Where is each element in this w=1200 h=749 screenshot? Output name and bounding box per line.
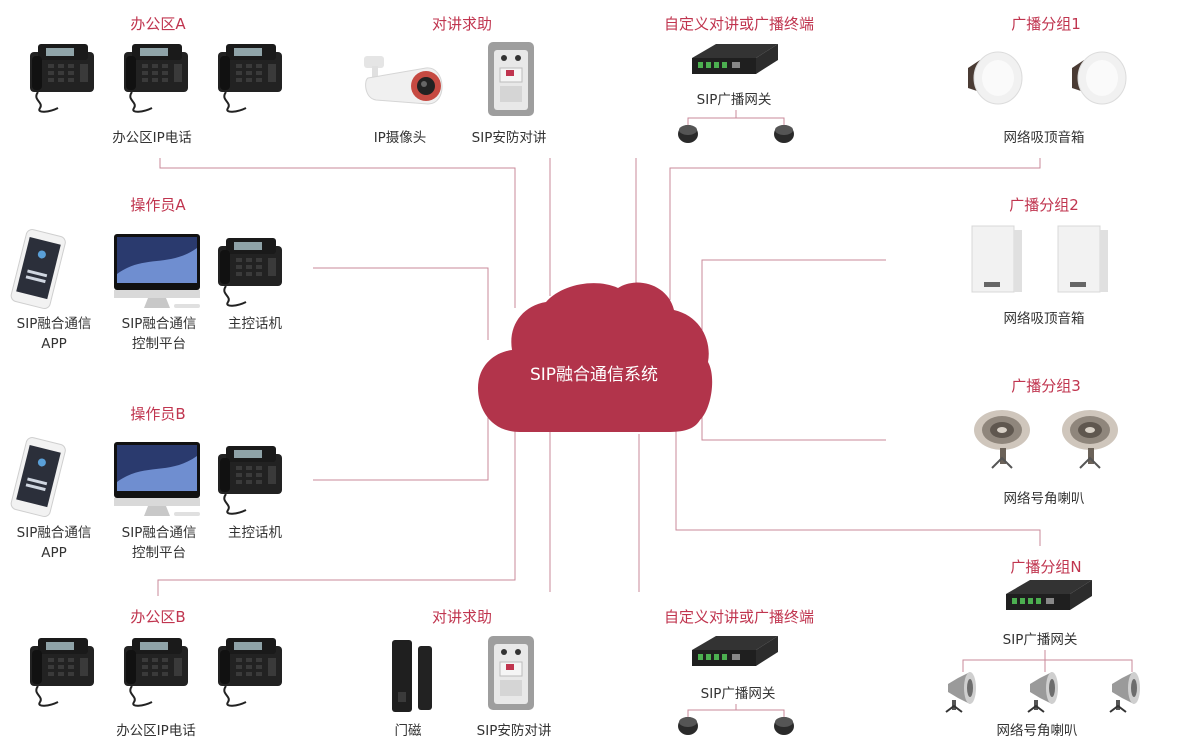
- operator-b-pc-icon: [114, 442, 200, 516]
- door-magnet-label: 门磁: [394, 723, 422, 739]
- office-a-label: 办公区IP电话: [112, 130, 192, 146]
- broadcast-2-title: 广播分组2: [1009, 196, 1079, 214]
- custom-bottom-title: 自定义对讲或广播终端: [663, 608, 815, 626]
- broadcast-1-label: 网络吸顶音箱: [1003, 130, 1085, 146]
- line-office-b: [157, 428, 516, 596]
- line-gateway-top-branch: [687, 117, 785, 132]
- ceiling-speaker-2: [1071, 51, 1127, 105]
- door-intercom-bottom-icon: [487, 635, 535, 711]
- gateway-n-icon: [1006, 580, 1092, 610]
- dome-speaker-top-1: [678, 125, 698, 143]
- operator-a-pc-label: SIP融合通信 控制平台: [121, 316, 197, 352]
- intercom-bottom-title: 对讲求助: [431, 608, 493, 626]
- operator-b-app-label: SIP融合通信 APP: [16, 525, 92, 561]
- office-b-label: 办公区IP电话: [116, 723, 196, 739]
- broadcast-3-label: 网络号角喇叭: [1003, 491, 1085, 507]
- door-intercom-bottom-label: SIP安防对讲: [476, 723, 552, 739]
- gateway-bottom-label: SIP广播网关: [700, 686, 776, 702]
- ip-camera-label: IP摄像头: [373, 130, 427, 146]
- office-a-phone-2: [123, 43, 189, 113]
- custom-top-title: 自定义对讲或广播终端: [663, 15, 815, 33]
- office-a-title: 办公区A: [130, 15, 186, 33]
- small-horn-2: [1027, 671, 1059, 713]
- line-broadcast-1: [669, 158, 1041, 300]
- wall-speaker-1: [971, 225, 1023, 293]
- horn-speaker-2: [1061, 409, 1119, 469]
- dome-speaker-bottom-2: [774, 717, 794, 735]
- operator-b-phone-label: 主控话机: [228, 525, 282, 541]
- line-gateway-bottom-branch: [687, 709, 785, 724]
- operator-a-app-icon: [9, 227, 68, 311]
- operator-b-pc-label: SIP融合通信 控制平台: [121, 525, 197, 561]
- ip-camera-icon: [363, 55, 443, 105]
- door-magnet-icon: [392, 640, 432, 712]
- line-broadcast-3: [701, 400, 886, 441]
- door-intercom-top-icon: [487, 41, 535, 117]
- office-b-title: 办公区B: [130, 608, 186, 626]
- broadcast-3-title: 广播分组3: [1011, 377, 1081, 395]
- dome-speaker-top-2: [774, 125, 794, 143]
- ceiling-speaker-1: [967, 51, 1023, 105]
- line-broadcast-n: [675, 430, 1041, 546]
- operator-a-title: 操作员A: [130, 196, 186, 214]
- gateway-top-icon: [692, 44, 778, 74]
- operator-b-title: 操作员B: [130, 405, 186, 423]
- broadcast-n-title: 广播分组N: [1010, 558, 1082, 576]
- door-intercom-top-label: SIP安防对讲: [471, 130, 547, 146]
- wall-speaker-2: [1057, 225, 1109, 293]
- gateway-bottom-icon: [692, 636, 778, 666]
- broadcast-n-label: 网络号角喇叭: [996, 723, 1078, 739]
- gateway-n-label: SIP广播网关: [1002, 632, 1078, 648]
- operator-a-pc-icon: [114, 234, 200, 308]
- office-b-phone-2: [123, 637, 189, 707]
- broadcast-2-label: 网络吸顶音箱: [1003, 311, 1085, 327]
- gateway-top-label: SIP广播网关: [696, 92, 772, 108]
- small-horn-1: [945, 671, 977, 713]
- operator-b-phone-icon: [217, 445, 283, 515]
- small-horn-3: [1109, 671, 1141, 713]
- operator-a-phone-label: 主控话机: [228, 316, 282, 332]
- operator-a-phone-icon: [217, 237, 283, 307]
- center-system-label: SIP融合通信系统: [529, 365, 659, 385]
- office-a-phone-3: [217, 43, 283, 113]
- operator-a-app-label: SIP融合通信 APP: [16, 316, 92, 352]
- line-office-a: [159, 158, 516, 308]
- line-operator-a: [313, 267, 489, 340]
- horn-speaker-1: [973, 409, 1031, 469]
- office-b-phone-3: [217, 637, 283, 707]
- line-gateway-n-branch: [962, 659, 1133, 672]
- dome-speaker-bottom-1: [678, 717, 698, 735]
- office-a-phone-1: [29, 43, 95, 113]
- line-broadcast-2: [701, 259, 886, 350]
- broadcast-1-title: 广播分组1: [1011, 15, 1081, 33]
- line-operator-b: [313, 412, 489, 481]
- cloud-shape: [478, 282, 713, 432]
- operator-b-app-icon: [9, 435, 68, 519]
- office-b-phone-1: [29, 637, 95, 707]
- intercom-top-title: 对讲求助: [431, 15, 493, 33]
